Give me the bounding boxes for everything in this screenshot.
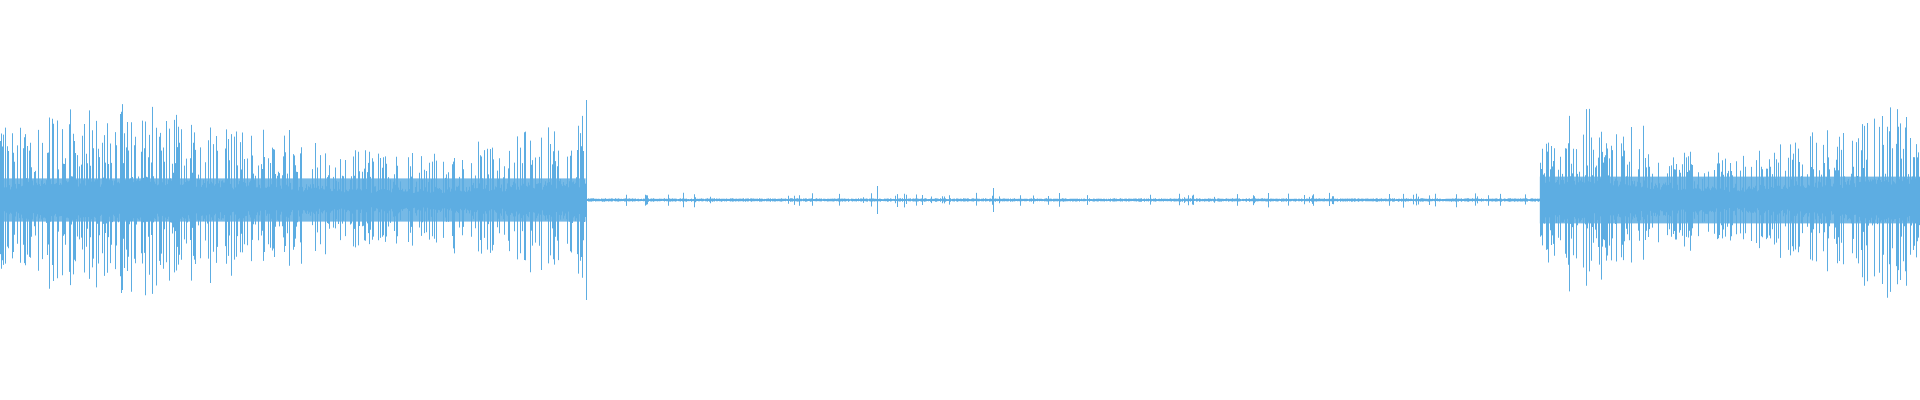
audio-waveform xyxy=(0,100,1920,300)
waveform-graphic xyxy=(0,100,1920,300)
